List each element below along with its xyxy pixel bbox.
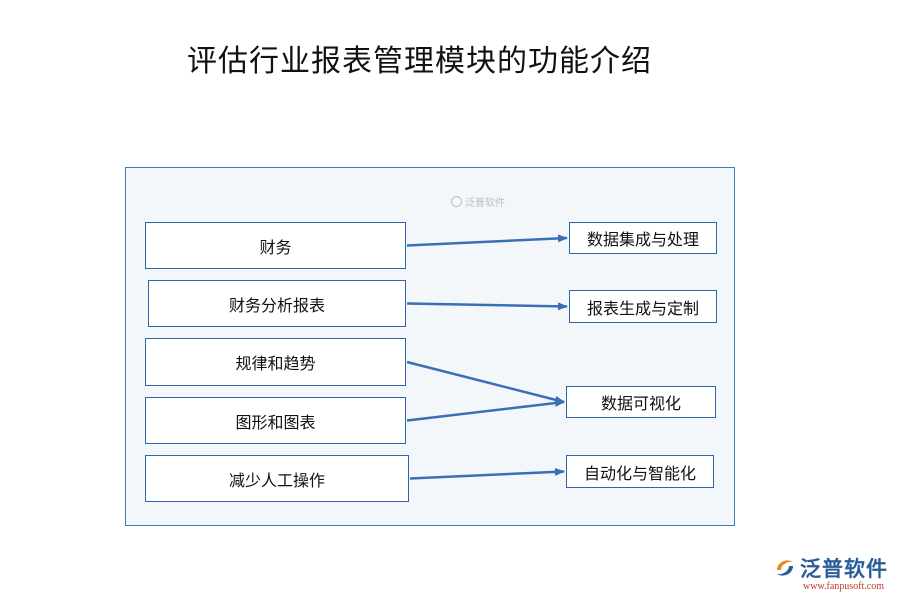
watermark: 泛普软件: [451, 194, 505, 209]
node-finance-report: 财务分析报表: [148, 280, 406, 327]
node-label: 图形和图表: [235, 412, 316, 432]
node-label: 自动化与智能化: [583, 463, 696, 483]
node-label: 减少人工操作: [228, 470, 325, 490]
watermark-text: 泛普软件: [465, 198, 505, 209]
node-patterns: 规律和趋势: [145, 338, 406, 386]
watermark-logo-icon: [451, 196, 462, 207]
node-report-generation: 报表生成与定制: [569, 290, 717, 323]
node-label: 规律和趋势: [235, 354, 316, 373]
node-reduce-labor: 减少人工操作: [145, 455, 409, 502]
brand-logo-block: 泛普软件 www.fanpusoft.com: [770, 553, 894, 597]
brand-name: 泛普软件: [800, 557, 888, 581]
node-label: 财务分析报表: [228, 295, 325, 315]
node-finance: 财务: [145, 222, 406, 269]
node-visualization: 数据可视化: [566, 386, 716, 418]
node-label: 报表生成与定制: [586, 298, 699, 318]
node-label: 数据可视化: [600, 394, 681, 413]
node-label: 财务: [259, 237, 292, 257]
page-title: 评估行业报表管理模块的功能介绍: [187, 44, 652, 79]
node-label: 数据集成与处理: [586, 230, 699, 249]
brand-url: www.fanpusoft.com: [803, 581, 885, 592]
node-charts: 图形和图表: [145, 397, 406, 444]
brand-logo-icon: [777, 560, 793, 576]
node-data-integration: 数据集成与处理: [569, 222, 717, 254]
node-automation: 自动化与智能化: [566, 455, 714, 488]
